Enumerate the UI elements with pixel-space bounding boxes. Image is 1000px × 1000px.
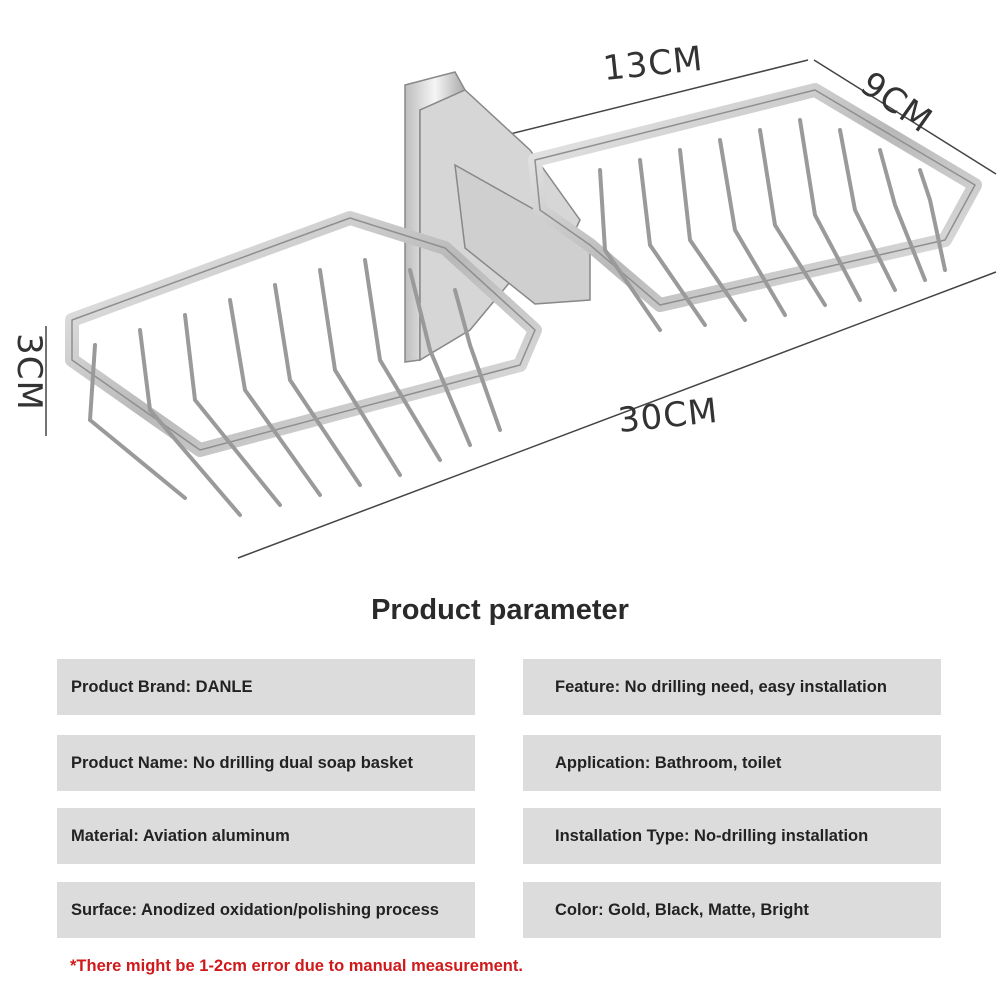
param-product-name: Product Name: No drilling dual soap bask…	[57, 735, 475, 791]
param-application: Application: Bathroom, toilet	[523, 735, 941, 791]
param-feature: Feature: No drilling need, easy installa…	[523, 659, 941, 715]
param-brand: Product Brand: DANLE	[57, 659, 475, 715]
param-surface: Surface: Anodized oxidation/polishing pr…	[57, 882, 475, 938]
left-basket	[65, 211, 542, 517]
section-title: Product parameter	[371, 594, 629, 626]
product-image	[45, 59, 997, 559]
height-dimension-label: 3CM	[8, 333, 49, 411]
param-installation-type: Installation Type: No-drilling installat…	[523, 808, 941, 864]
dimension-lines	[45, 59, 997, 559]
right-basket	[528, 83, 982, 332]
param-material: Material: Aviation aluminum	[57, 808, 475, 864]
measurement-note: *There might be 1-2cm error due to manua…	[70, 957, 523, 975]
param-color: Color: Gold, Black, Matte, Bright	[523, 882, 941, 938]
